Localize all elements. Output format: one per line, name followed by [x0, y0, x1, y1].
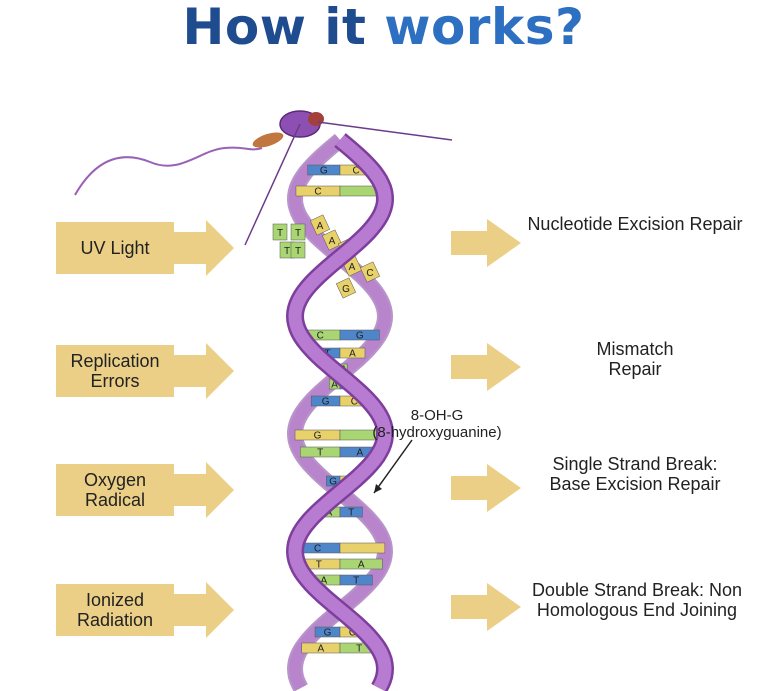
lesion-base — [335, 277, 357, 299]
annotation-line-2: (8-hydroxyguanine) — [372, 424, 502, 441]
lesion-base-letter: T — [284, 246, 290, 257]
lesion-base — [321, 229, 343, 251]
lesion-base-letter: G — [342, 284, 350, 295]
cause-uv-light: UV Light — [56, 220, 251, 276]
cause-label-uv-light: UV Light — [56, 222, 174, 274]
base-letter-left: T — [316, 560, 322, 571]
lesion-base-letter: T — [295, 246, 301, 257]
title-part-1: How it — [182, 0, 385, 56]
base-letter-left: A — [331, 380, 338, 391]
cause-replication-errors: Replication Errors — [56, 343, 251, 399]
cause-label-oxygen-radical: Oxygen Radical — [56, 464, 174, 516]
arrow-right-icon — [174, 462, 234, 518]
cause-label-ionized-radiation: Ionized Radiation — [56, 584, 174, 636]
lesion-base-letter: A — [329, 236, 336, 247]
annotation-pointer — [373, 439, 413, 494]
base-letter-left: A — [318, 644, 325, 655]
arrow-right-icon — [451, 583, 521, 631]
lesion-base — [290, 223, 306, 241]
arrow-right-icon — [451, 464, 521, 512]
base-letter-right: T — [348, 508, 354, 519]
arrow-right-icon — [451, 219, 521, 267]
base-letter-left: G — [314, 431, 322, 442]
lesion-base — [290, 241, 306, 259]
base-letter-left: T — [317, 448, 323, 459]
lesion-base-letter: A — [349, 262, 356, 273]
base-letter-left: G — [320, 166, 328, 177]
base-pair: C — [294, 542, 386, 555]
base-letter-left: G — [329, 477, 337, 488]
lesion-base-letter: T — [295, 228, 301, 239]
repair-single-strand-break: Single Strand Break: Base Excision Repai… — [549, 454, 721, 494]
lesion-base — [309, 214, 331, 236]
arrow-right-icon — [174, 582, 234, 638]
base-letter-right: A — [357, 448, 364, 459]
lesion-base — [359, 261, 381, 283]
base-letter-left: C — [317, 331, 324, 342]
sperm-midpiece — [252, 132, 284, 148]
base-letter-right: C — [353, 166, 360, 177]
cause-ionized-radiation: Ionized Radiation — [56, 582, 251, 638]
base-letter-right: C — [349, 628, 356, 639]
repair-double-strand-break: Double Strand Break: Non Homologous End … — [531, 580, 743, 620]
base-letter-right: C — [351, 397, 358, 408]
base-letter-right: T — [353, 576, 359, 587]
lesion-base — [272, 223, 288, 241]
base-letter-right: A — [358, 560, 365, 571]
base-letter-left: G — [324, 628, 332, 639]
repair-nucleotide-excision: Nucleotide Excision Repair — [527, 214, 743, 234]
lesion-base-letter: T — [277, 228, 283, 239]
helix-back-strands — [286, 133, 394, 691]
page-title: How it works? — [0, 0, 767, 56]
repair-mismatch: Mismatch Repair — [596, 339, 674, 379]
base-letter-right: A — [349, 349, 356, 360]
annotation-8-oh-g: 8-OH-G (8-hydroxyguanine) — [342, 407, 532, 441]
arrow-right-icon — [174, 343, 234, 399]
base-letter-right: T — [356, 644, 362, 655]
helix-front-strands — [285, 133, 395, 691]
arrow-right-icon — [174, 220, 234, 276]
title-part-2: works? — [384, 0, 585, 56]
flagellum — [74, 146, 263, 196]
annotation-line-1: 8-OH-G — [410, 407, 464, 424]
base-letter-left: G — [322, 397, 330, 408]
base-letter-left: A — [320, 576, 327, 587]
base-letter-right: G — [356, 331, 364, 342]
lesion-base-letter: A — [317, 221, 324, 232]
base-letter-left: C — [314, 544, 321, 555]
lesion-base-letter: C — [366, 268, 373, 279]
cause-oxygen-radical: Oxygen Radical — [56, 462, 251, 518]
cause-label-replication-errors: Replication Errors — [56, 345, 174, 397]
base-letter-left: C — [314, 187, 321, 198]
arrow-right-icon — [451, 343, 521, 391]
base-pair: C — [295, 185, 385, 198]
